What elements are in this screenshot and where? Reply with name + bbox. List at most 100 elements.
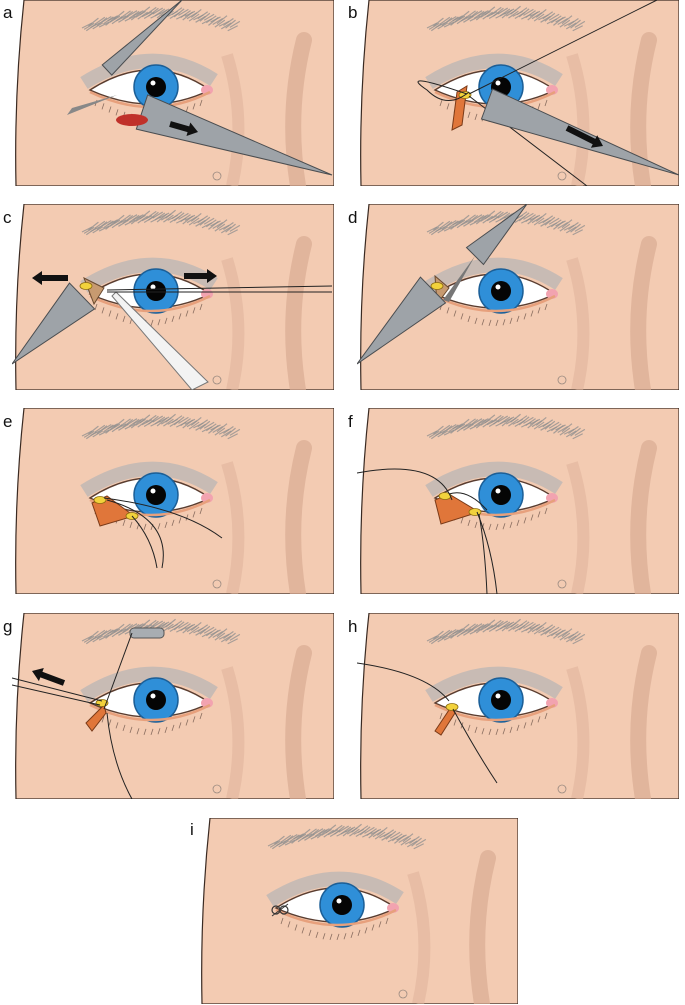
- panel-label-f: f: [348, 412, 353, 431]
- arrow-right-icon: [184, 269, 217, 283]
- cheek-shadow: [285, 32, 312, 186]
- pupil: [491, 485, 511, 505]
- suture-thread-1: [357, 468, 453, 501]
- orbit-shadow: [221, 53, 245, 186]
- panel-label-i: i: [190, 820, 194, 839]
- upper-lid-fold: [425, 257, 563, 293]
- suture-knot: [93, 496, 107, 504]
- panel-i: [198, 818, 518, 1004]
- suture-thread-1: [357, 662, 450, 702]
- suture-thread-left: [12, 677, 103, 702]
- pupil: [491, 690, 511, 710]
- eyebrow: [426, 5, 586, 32]
- upper-lid-fold: [266, 871, 404, 907]
- credit-circle-icon: [212, 375, 222, 385]
- suture-thread-2: [452, 708, 498, 784]
- panel-a: [12, 0, 334, 186]
- cut-lid-edge: [116, 114, 148, 126]
- scissor-blade: [67, 95, 117, 115]
- suture-thread-left-2: [12, 684, 101, 706]
- suture-knot: [430, 282, 444, 290]
- suture-thread-upper: [106, 285, 333, 291]
- cheek-shadow: [630, 236, 657, 390]
- suture-thread-4: [478, 513, 488, 594]
- tarsal-strip: [85, 704, 107, 732]
- suture-thread-upper: [103, 632, 133, 710]
- cheek-shadow: [630, 440, 657, 594]
- knot-tail: [271, 903, 289, 917]
- upper-lid-fold: [425, 53, 563, 89]
- pupil-highlight: [336, 898, 342, 904]
- eye: [88, 64, 213, 123]
- eye: [274, 882, 399, 941]
- panel-label-g: g: [3, 617, 13, 636]
- eyebrow: [426, 413, 586, 440]
- suture-thread-lower: [106, 712, 133, 799]
- eyebrow: [81, 413, 241, 440]
- eye: [88, 472, 213, 531]
- eyebrow: [81, 209, 241, 236]
- panel-e: [12, 408, 334, 594]
- panel-c: [12, 204, 334, 390]
- upper-lid-fold: [80, 53, 218, 89]
- credit-circle-icon: [212, 784, 222, 794]
- cautery-pen: [111, 291, 209, 390]
- orbit-shadow: [407, 871, 431, 1004]
- cheek-shadow: [285, 236, 312, 390]
- orbit-shadow: [566, 257, 590, 390]
- arrow-right-icon: [565, 125, 603, 148]
- suture-knot: [445, 703, 459, 711]
- panel-label-a: a: [3, 3, 13, 22]
- pupil-highlight: [495, 284, 501, 290]
- suture-knot: [79, 282, 93, 290]
- eyebrow: [426, 618, 586, 645]
- pupil-highlight: [495, 693, 501, 699]
- credit-circle-icon: [557, 375, 567, 385]
- panel-f: [357, 408, 679, 594]
- credit-circle-icon: [557, 171, 567, 181]
- eye: [88, 677, 213, 736]
- upper-lid-fold: [80, 666, 218, 702]
- pupil: [146, 485, 166, 505]
- pupil: [146, 690, 166, 710]
- pupil: [146, 77, 166, 97]
- lower-lid-margin: [275, 908, 397, 927]
- credit-circle-icon: [557, 784, 567, 794]
- orbit-shadow: [221, 461, 245, 594]
- cheek-shadow: [285, 645, 312, 799]
- panel-label-e: e: [3, 412, 13, 431]
- eye: [433, 677, 558, 736]
- credit-circle-icon: [212, 171, 222, 181]
- pupil-highlight: [150, 80, 156, 86]
- eyebrow: [267, 823, 427, 850]
- panel-label-d: d: [348, 208, 358, 227]
- suture-thread-2: [448, 492, 488, 511]
- forceps-instrument: [135, 94, 333, 176]
- panel-h: [357, 613, 679, 799]
- credit-circle-icon: [557, 579, 567, 589]
- lower-lid-margin: [89, 294, 211, 313]
- pupil-highlight: [150, 284, 156, 290]
- scissors-instrument: [101, 0, 183, 76]
- panel-b: [357, 0, 679, 186]
- suture-thread-1: [103, 497, 223, 539]
- panel-label-h: h: [348, 617, 358, 636]
- pupil: [146, 281, 166, 301]
- suture-thread-3: [131, 515, 158, 569]
- orbit-shadow: [221, 257, 245, 390]
- credit-circle-icon: [398, 989, 408, 999]
- pupil: [491, 281, 511, 301]
- orbit-shadow: [566, 461, 590, 594]
- needle-holder: [129, 627, 165, 639]
- arrow-left-icon: [32, 271, 68, 285]
- upper-lid-fold: [80, 461, 218, 497]
- forceps-instrument: [357, 276, 447, 365]
- cheek-shadow: [285, 440, 312, 594]
- panel-label-b: b: [348, 3, 358, 22]
- orbit-shadow: [566, 53, 590, 186]
- pupil-highlight: [150, 488, 156, 494]
- suture-loop: [417, 80, 470, 101]
- arrow-right-icon: [169, 121, 198, 136]
- credit-circle-icon: [212, 579, 222, 589]
- eyebrow: [81, 5, 241, 32]
